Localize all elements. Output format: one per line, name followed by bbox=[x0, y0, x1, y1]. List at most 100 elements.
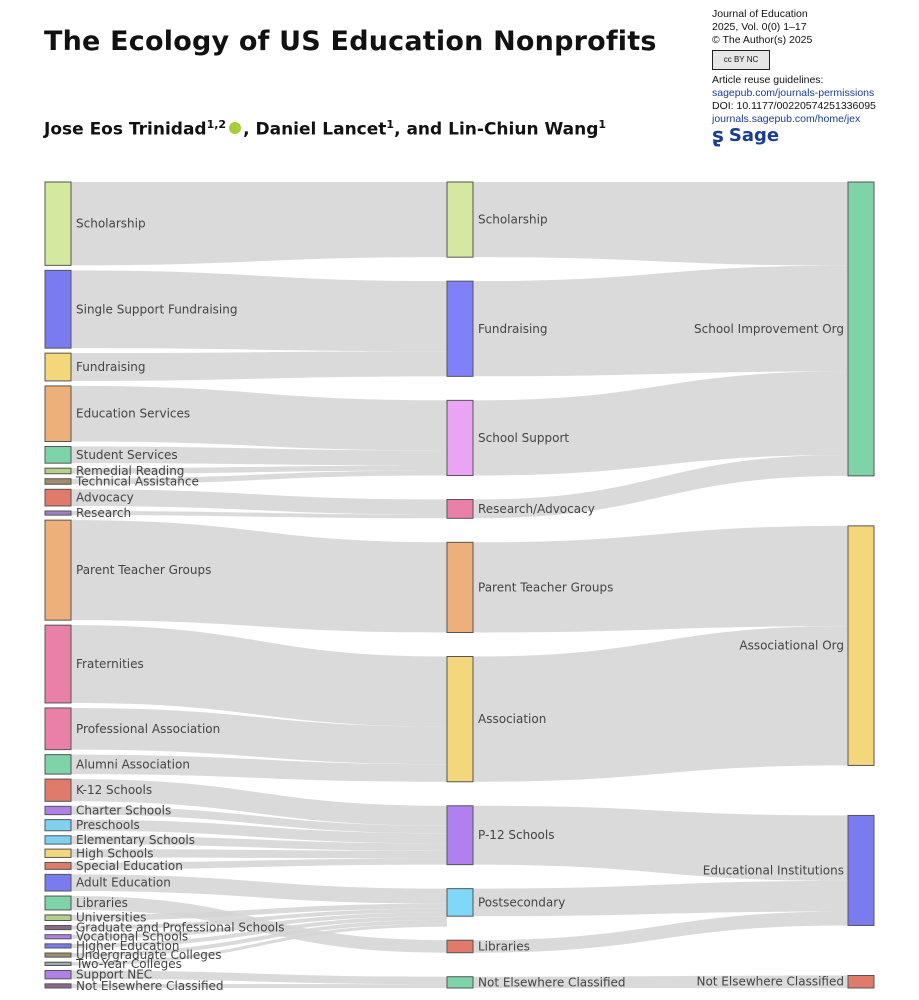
sankey-node[interactable] bbox=[446, 181, 474, 258]
sankey-node[interactable] bbox=[44, 385, 72, 443]
sankey-node-label: Postsecondary bbox=[478, 895, 565, 909]
sankey-links bbox=[71, 182, 848, 988]
journal-link[interactable]: journals.sagepub.com/home/jex bbox=[712, 113, 861, 125]
sankey-node[interactable] bbox=[847, 974, 875, 989]
sankey-node[interactable] bbox=[847, 525, 875, 766]
sankey-link bbox=[473, 911, 848, 953]
sankey-node-label: P-12 Schools bbox=[478, 828, 554, 842]
sankey-node[interactable] bbox=[446, 888, 474, 917]
sankey-link bbox=[71, 912, 447, 939]
sankey-link bbox=[71, 625, 447, 727]
sankey-node-label: Undergraduate Colleges bbox=[76, 948, 222, 962]
sankey-node[interactable] bbox=[44, 835, 72, 845]
sankey-link bbox=[473, 626, 848, 782]
sankey-node[interactable] bbox=[446, 939, 474, 954]
sankey-node[interactable] bbox=[44, 754, 72, 775]
sankey-node-label: Alumni Association bbox=[76, 757, 190, 771]
sankey-node[interactable] bbox=[44, 707, 72, 751]
sankey-node-label: Fundraising bbox=[76, 360, 146, 374]
sankey-link bbox=[71, 919, 447, 958]
sankey-node[interactable] bbox=[446, 280, 474, 377]
sankey-node-label: Associational Org bbox=[739, 639, 844, 653]
sankey-node-label: Remedial Reading bbox=[76, 464, 184, 478]
sankey-node[interactable] bbox=[44, 805, 72, 816]
sankey-node[interactable] bbox=[44, 467, 72, 475]
sankey-node[interactable] bbox=[44, 488, 72, 507]
journal-volume: 2025, Vol. 0(0) 1–17 bbox=[712, 21, 807, 33]
sankey-node[interactable] bbox=[44, 478, 72, 485]
sankey-node[interactable] bbox=[44, 943, 72, 949]
sankey-node[interactable] bbox=[847, 814, 875, 926]
sankey-link bbox=[71, 970, 447, 985]
orcid-icon[interactable] bbox=[229, 121, 242, 134]
sankey-link bbox=[473, 525, 848, 633]
sankey-link bbox=[71, 779, 447, 826]
sankey-node-label: Association bbox=[478, 712, 546, 726]
sankey-node[interactable] bbox=[44, 961, 72, 966]
sankey-node[interactable] bbox=[44, 924, 72, 931]
sankey-node-label: School Improvement Org bbox=[694, 322, 844, 336]
sankey-node-label: Libraries bbox=[478, 939, 530, 953]
sankey-node[interactable] bbox=[446, 399, 474, 477]
sankey-link bbox=[71, 908, 447, 930]
sankey-node-label: Support NEC bbox=[76, 968, 152, 982]
sankey-node-label: Not Elsewhere Classified bbox=[76, 979, 224, 993]
sankey-node-label: K-12 Schools bbox=[76, 783, 152, 797]
author-name: Daniel Lancet bbox=[255, 119, 387, 140]
sankey-node[interactable] bbox=[44, 969, 72, 980]
sankey-node[interactable] bbox=[44, 914, 72, 921]
reuse-link[interactable]: sagepub.com/journals-permissions bbox=[712, 87, 875, 99]
sankey-node-label: Fundraising bbox=[478, 322, 548, 336]
sankey-node[interactable] bbox=[446, 541, 474, 634]
sankey-link bbox=[71, 520, 447, 633]
author-list: Jose Eos Trinidad1,2, Daniel Lancet1, an… bbox=[44, 118, 606, 140]
sankey-node-label: High Schools bbox=[76, 846, 153, 860]
reuse-label: Article reuse guidelines: bbox=[712, 74, 824, 86]
sankey-node-label: Single Support Fundraising bbox=[76, 302, 237, 316]
sankey-link bbox=[473, 371, 848, 476]
sankey-node[interactable] bbox=[44, 624, 72, 704]
sankey-link bbox=[71, 835, 447, 851]
sankey-node[interactable] bbox=[44, 861, 72, 870]
sankey-link bbox=[71, 983, 447, 988]
sankey-node[interactable] bbox=[847, 181, 875, 477]
sankey-link bbox=[71, 182, 447, 266]
sankey-node[interactable] bbox=[446, 976, 474, 989]
sankey-link bbox=[71, 446, 447, 466]
sankey-node[interactable] bbox=[44, 269, 72, 349]
sankey-node-label: Charter Schools bbox=[76, 803, 171, 817]
paper-title: The Ecology of US Education Nonprofits bbox=[44, 26, 657, 57]
sankey-node[interactable] bbox=[44, 181, 72, 266]
sankey-node[interactable] bbox=[44, 934, 72, 940]
sankey-link bbox=[473, 975, 848, 988]
sankey-link bbox=[71, 470, 447, 485]
sankey-node-label: Elementary Schools bbox=[76, 833, 195, 847]
sankey-node[interactable] bbox=[44, 819, 72, 832]
author-separator: , bbox=[243, 119, 256, 140]
publisher-logo: ʂ Sage bbox=[712, 125, 912, 145]
sankey-link bbox=[71, 465, 447, 474]
sankey-node[interactable] bbox=[446, 805, 474, 866]
sankey-node-label: Technical Assistance bbox=[75, 475, 199, 489]
sankey-node[interactable] bbox=[44, 446, 72, 464]
sankey-node[interactable] bbox=[44, 778, 72, 802]
sankey-link bbox=[71, 819, 447, 844]
sankey-node[interactable] bbox=[446, 499, 474, 519]
sankey-node[interactable] bbox=[44, 519, 72, 621]
sankey-node[interactable] bbox=[44, 983, 72, 989]
sankey-node-label: Parent Teacher Groups bbox=[478, 580, 613, 594]
sankey-node[interactable] bbox=[44, 352, 72, 382]
sankey-node[interactable] bbox=[44, 873, 72, 892]
sankey-node[interactable] bbox=[44, 510, 72, 516]
sankey-node-label: Preschools bbox=[76, 818, 140, 832]
sankey-node[interactable] bbox=[44, 895, 72, 911]
sankey-node-label: Two-Year Colleges bbox=[75, 957, 182, 971]
affiliation-marker: 1,2 bbox=[206, 118, 227, 131]
sankey-node[interactable] bbox=[44, 848, 72, 858]
sankey-node[interactable] bbox=[446, 656, 474, 783]
sankey-link bbox=[473, 805, 848, 881]
sankey-link bbox=[71, 916, 447, 948]
sankey-link bbox=[71, 858, 447, 870]
sankey-node[interactable] bbox=[44, 952, 72, 958]
sankey-node-label: Student Services bbox=[76, 448, 178, 462]
